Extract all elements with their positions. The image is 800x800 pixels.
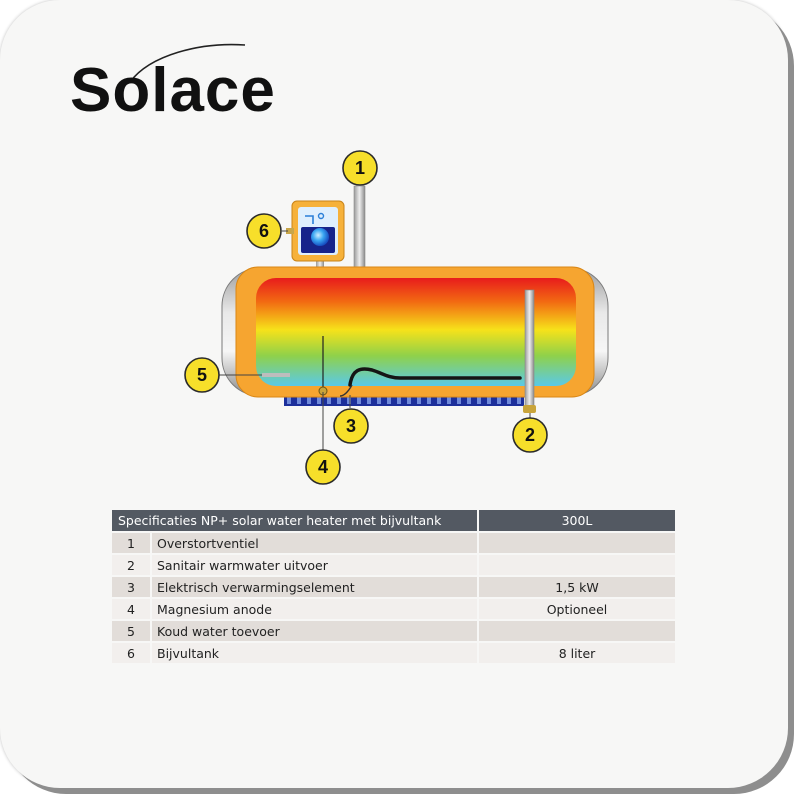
table-row: 2 Sanitair warmwater uitvoer	[112, 555, 675, 575]
spec-header-label: Specificaties NP+ solar water heater met…	[112, 510, 477, 531]
svg-text:1: 1	[355, 158, 365, 178]
spec-header-row: Specificaties NP+ solar water heater met…	[112, 510, 675, 531]
row-number: 2	[112, 555, 150, 575]
row-label: Magnesium anode	[152, 599, 477, 619]
svg-text:5: 5	[197, 365, 207, 385]
spec-table: Specificaties NP+ solar water heater met…	[110, 508, 677, 665]
table-row: 5 Koud water toevoer	[112, 621, 675, 641]
tank-diagram: 1 2 3 4 5 6	[184, 150, 609, 485]
row-value	[479, 533, 675, 553]
table-row: 4 Magnesium anode Optioneel	[112, 599, 675, 619]
callout-2: 2	[512, 417, 548, 453]
svg-text:2: 2	[525, 425, 535, 445]
row-label: Bijvultank	[152, 643, 477, 663]
row-value: Optioneel	[479, 599, 675, 619]
callout-3: 3	[333, 408, 369, 444]
svg-text:6: 6	[259, 221, 269, 241]
callout-1: 1	[342, 150, 378, 186]
callout-4: 4	[305, 449, 341, 485]
row-value	[479, 621, 675, 641]
row-number: 1	[112, 533, 150, 553]
row-value: 8 liter	[479, 643, 675, 663]
svg-text:4: 4	[318, 457, 328, 477]
spec-header-value: 300L	[479, 510, 675, 531]
row-number: 3	[112, 577, 150, 597]
table-row: 1 Overstortventiel	[112, 533, 675, 553]
callout-6: 6	[246, 213, 282, 249]
row-label: Elektrisch verwarmingselement	[152, 577, 477, 597]
row-number: 5	[112, 621, 150, 641]
svg-text:3: 3	[346, 416, 356, 436]
row-number: 4	[112, 599, 150, 619]
row-value	[479, 555, 675, 575]
row-label: Koud water toevoer	[152, 621, 477, 641]
logo-swoosh	[129, 43, 246, 83]
row-number: 6	[112, 643, 150, 663]
brand-logo: Solace	[70, 56, 276, 125]
row-value: 1,5 kW	[479, 577, 675, 597]
table-row: 3 Elektrisch verwarmingselement 1,5 kW	[112, 577, 675, 597]
row-label: Sanitair warmwater uitvoer	[152, 555, 477, 575]
row-label: Overstortventiel	[152, 533, 477, 553]
table-row: 6 Bijvultank 8 liter	[112, 643, 675, 663]
callout-5: 5	[184, 357, 220, 393]
